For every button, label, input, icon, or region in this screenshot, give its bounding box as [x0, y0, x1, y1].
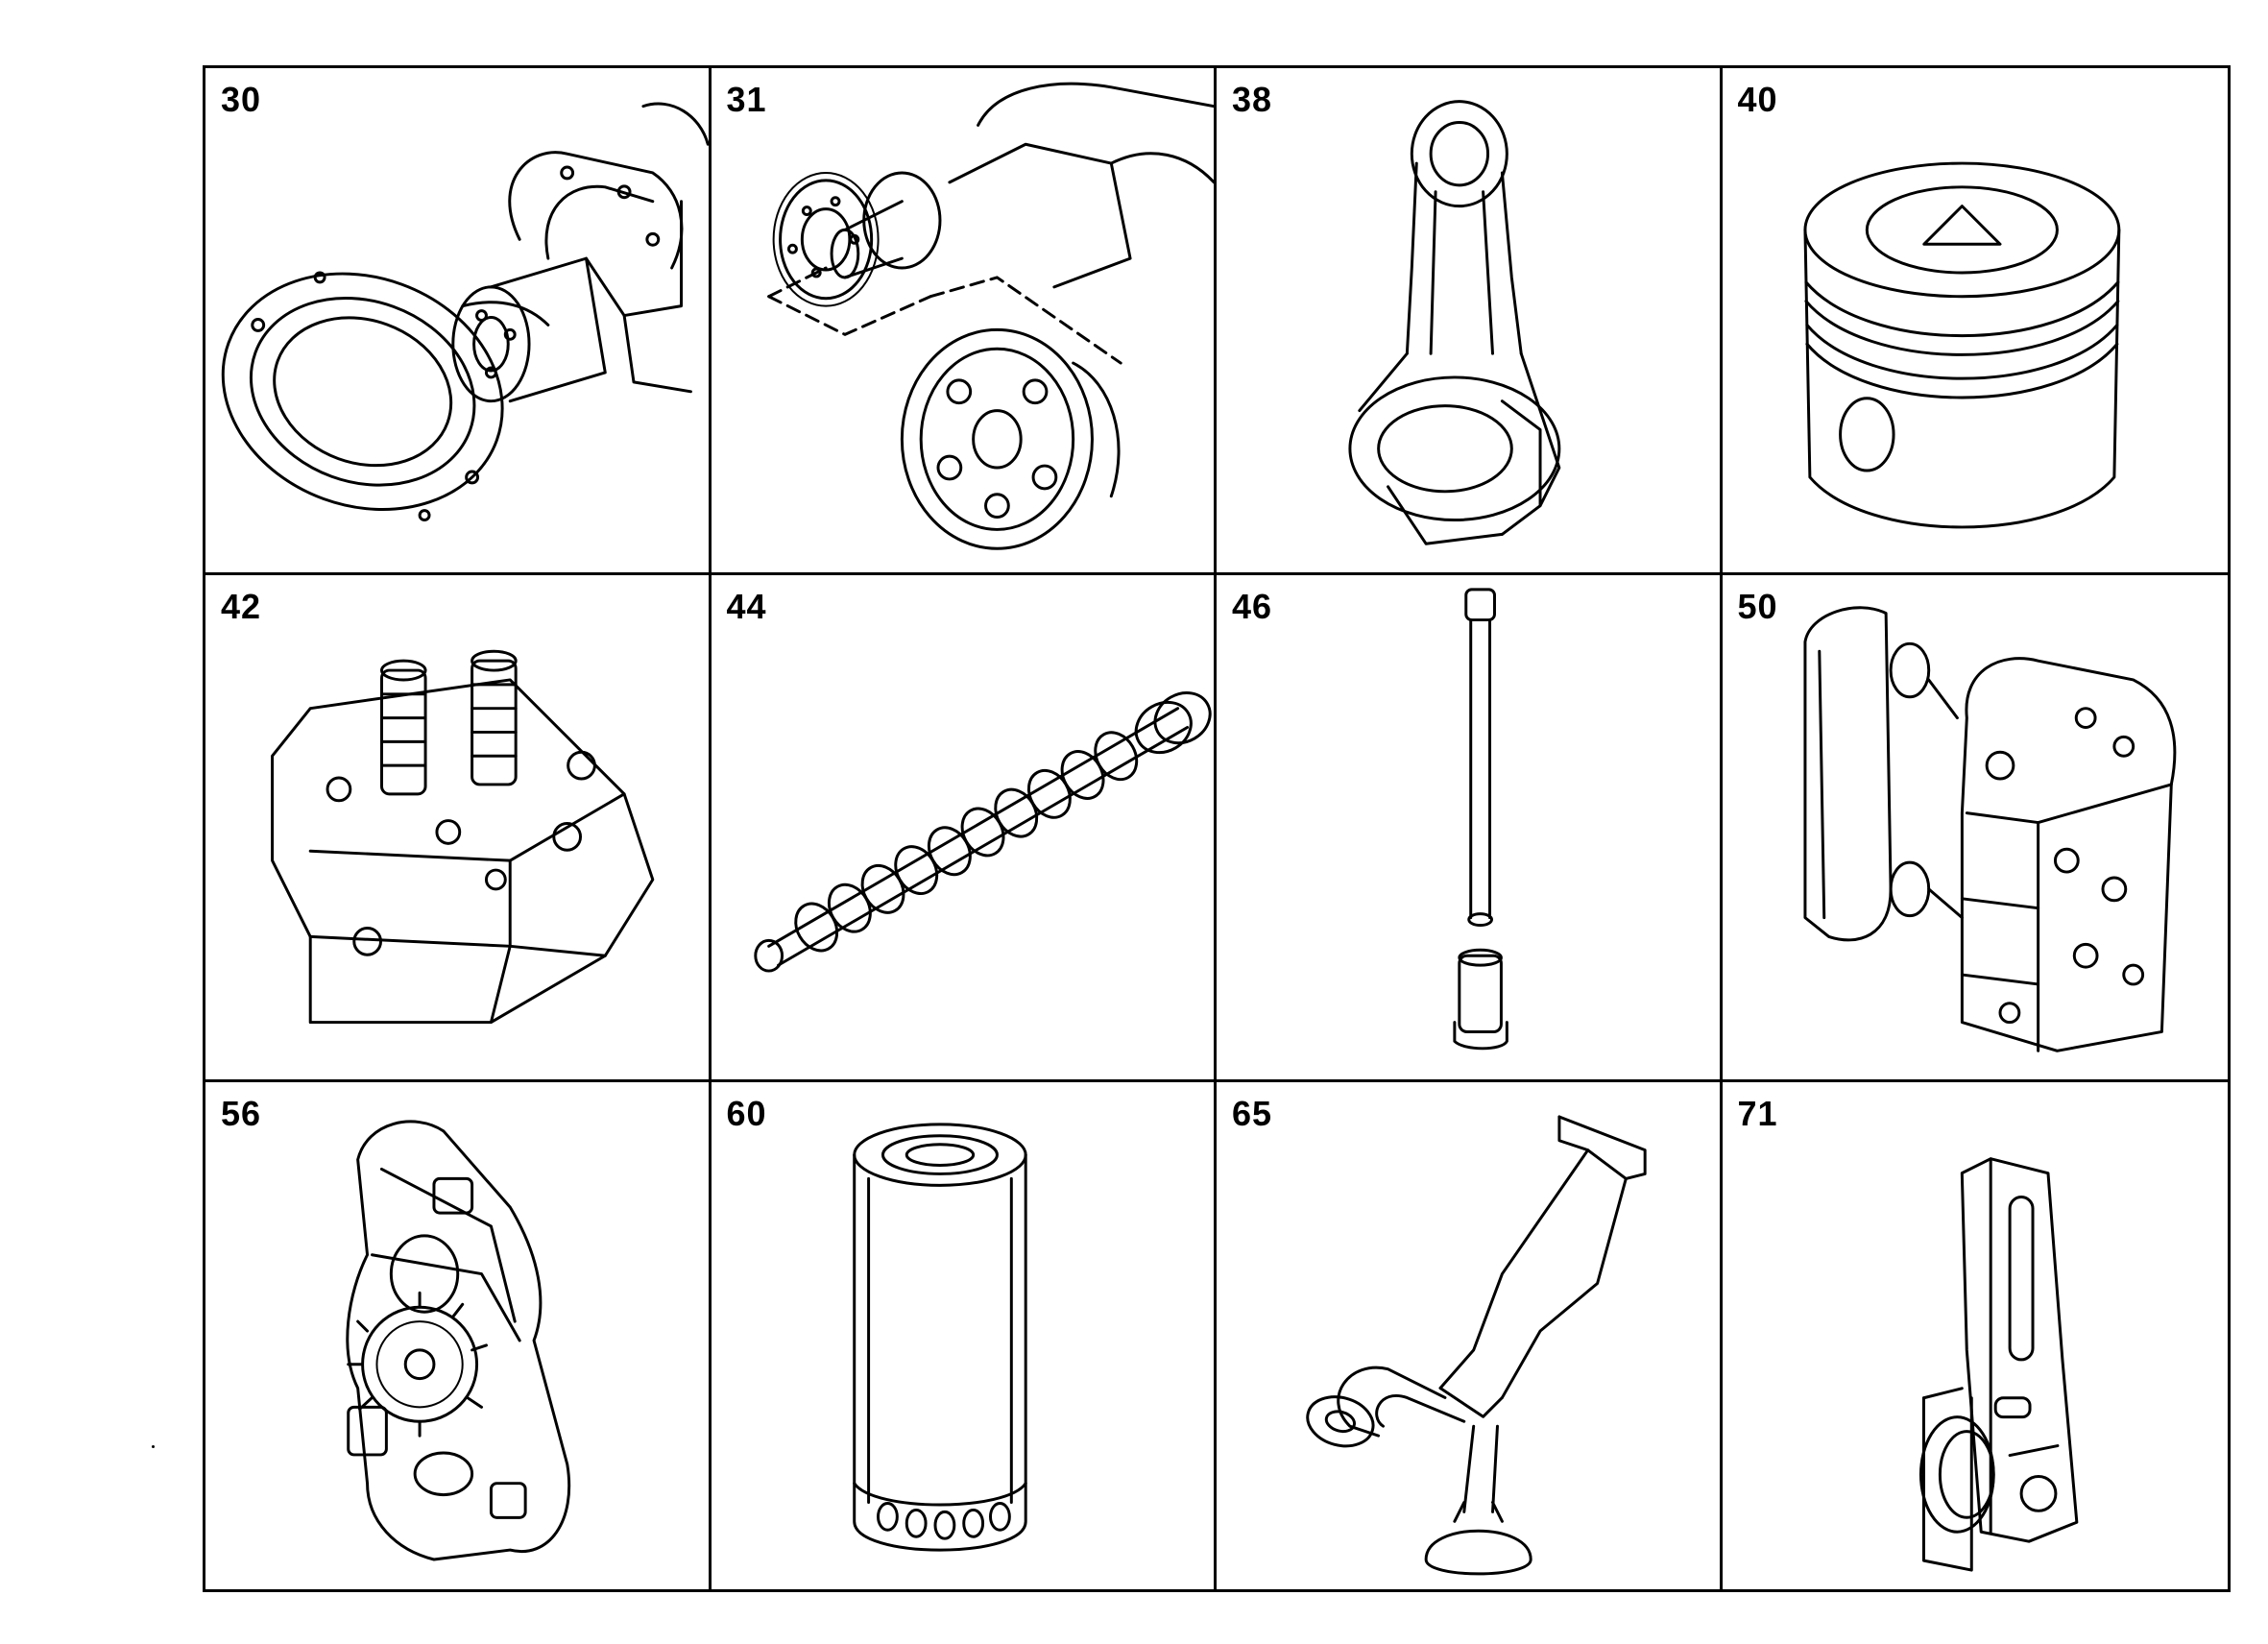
catalog-cell[interactable]: 40	[1722, 68, 2228, 575]
catalog-cell[interactable]: 56	[205, 1082, 712, 1589]
piston-icon	[1802, 161, 2120, 529]
reference-number: 44	[726, 587, 767, 626]
catalog-cell[interactable]: 44	[711, 575, 1217, 1082]
reference-number: 31	[726, 80, 767, 119]
push-rod-tappet-icon	[1453, 588, 1508, 1051]
reference-number: 46	[1232, 587, 1273, 626]
reference-number: 71	[1737, 1094, 1778, 1133]
catalog-cell[interactable]: 50	[1722, 575, 2228, 1082]
belt-tensioner-icon	[1918, 1157, 2078, 1572]
oil-filter-icon	[852, 1123, 1027, 1552]
catalog-cell[interactable]: 42	[205, 575, 712, 1082]
crankshaft-oil-seal-icon	[221, 102, 709, 522]
catalog-cell[interactable]: 46	[1217, 575, 1723, 1082]
parts-catalog-grid: 30 31	[203, 65, 2231, 1592]
oil-suction-pipe-icon	[1306, 1115, 1647, 1576]
reference-number: 30	[221, 80, 262, 119]
reference-number: 40	[1737, 80, 1778, 119]
catalog-cell[interactable]: 60	[712, 1082, 1217, 1589]
reference-number: 60	[726, 1094, 767, 1133]
oil-cooler-icon	[1802, 606, 2176, 1052]
camshaft-icon	[753, 691, 1212, 973]
catalog-cell[interactable]: 38	[1217, 68, 1723, 575]
reference-number: 65	[1232, 1094, 1273, 1133]
scan-dot	[152, 1445, 155, 1448]
cylinder-head-icon	[271, 649, 655, 1025]
crankshaft-gear-vibration-damper-icon	[766, 82, 1214, 550]
reference-number: 50	[1737, 587, 1778, 626]
reference-number: 56	[221, 1094, 262, 1133]
reference-number: 38	[1232, 80, 1273, 119]
connecting-rod-icon	[1348, 100, 1561, 545]
catalog-cell[interactable]: 71	[1723, 1082, 2229, 1589]
catalog-cell[interactable]: 31	[711, 68, 1217, 575]
catalog-cell[interactable]: 65	[1217, 1082, 1723, 1589]
reference-number: 42	[221, 587, 262, 626]
oil-pump-icon	[346, 1120, 571, 1561]
catalog-cell[interactable]: 30	[205, 68, 712, 575]
